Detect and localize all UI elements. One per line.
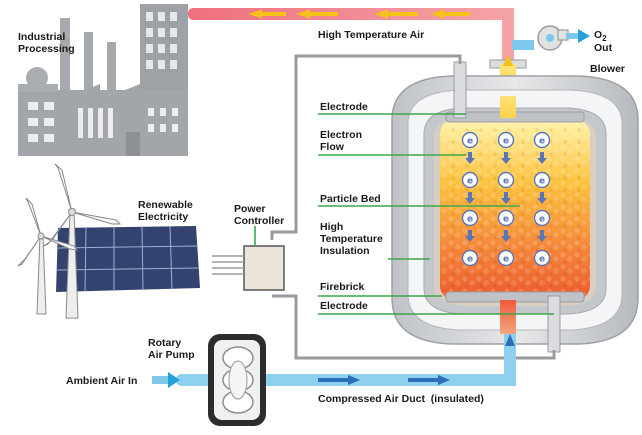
electron-flow-markers: e e e e e e e e <box>461 131 551 267</box>
svg-text:e: e <box>539 255 545 265</box>
svg-text:e: e <box>467 215 473 225</box>
electron-flow-arrows <box>465 152 547 242</box>
svg-text:e: e <box>503 255 509 265</box>
blower-label: Blower <box>590 63 625 75</box>
industrial-processing-label: Industrial <box>18 31 65 43</box>
electron-marker: e <box>533 209 551 227</box>
rotary-pump-icon <box>208 334 266 426</box>
electron-marker: e <box>461 171 479 189</box>
high-temperature-air-label: High Temperature Air <box>318 29 424 41</box>
electron-marker: e <box>533 249 551 267</box>
power-wires <box>270 54 556 360</box>
electrode-top-label: Electrode <box>320 101 368 113</box>
power-controller-label-2: Controller <box>234 215 284 227</box>
insulation-label-3: Insulation <box>320 245 370 257</box>
insulation-label: High <box>320 221 343 233</box>
ambient-air-in-label: Ambient Air In <box>66 375 137 387</box>
svg-text:e: e <box>539 177 545 187</box>
svg-text:e: e <box>467 177 473 187</box>
wind-turbine-icon <box>17 197 79 315</box>
rotary-air-pump-label: Rotary <box>148 337 181 349</box>
svg-text:e: e <box>539 215 545 225</box>
electron-marker: e <box>461 249 479 267</box>
electron-marker: e <box>497 249 515 267</box>
svg-text:e: e <box>539 137 545 147</box>
labels: Industrial Processing High Temperature A… <box>18 29 625 405</box>
electron-marker: e <box>533 171 551 189</box>
storage-vessel <box>391 61 639 353</box>
power-controller-icon <box>212 245 285 291</box>
factory-icon <box>18 4 188 156</box>
compressed-air-flow-arrows <box>318 334 515 385</box>
svg-text:e: e <box>467 255 473 265</box>
electron-marker: e <box>497 171 515 189</box>
svg-text:e: e <box>467 137 473 147</box>
insulation-label-2: Temperature <box>320 233 383 245</box>
power-controller-label: Power <box>234 203 266 215</box>
compressed-air-duct-label: Compressed Air Duct (insulated) <box>318 393 484 405</box>
electron-marker: e <box>497 209 515 227</box>
particle-bed-label: Particle Bed <box>320 193 381 205</box>
o2-label: O2 <box>594 29 607 43</box>
electron-marker: e <box>461 131 479 149</box>
svg-text:e: e <box>503 177 509 187</box>
hot-air-flow-arrows <box>248 9 513 66</box>
renewable-electricity-label: Renewable <box>138 199 193 211</box>
electron-flow-label-2: Flow <box>320 141 345 153</box>
renewable-electricity-label-2: Electricity <box>138 211 188 223</box>
industrial-processing-label-2: Processing <box>18 43 75 55</box>
wind-turbine-icon <box>43 163 122 319</box>
solar-panel-icon <box>56 225 200 292</box>
leader-lines <box>254 113 554 315</box>
electrode-bottom-label: Electrode <box>320 300 368 312</box>
out-label: Out <box>594 42 613 54</box>
electron-marker: e <box>461 209 479 227</box>
electron-flow-label: Electron <box>320 129 362 141</box>
svg-text:e: e <box>503 137 509 147</box>
electron-marker: e <box>497 131 515 149</box>
ambient-air-inlet-arrow <box>152 372 180 388</box>
svg-text:e: e <box>503 215 509 225</box>
firebrick-label: Firebrick <box>320 281 365 293</box>
electron-marker: e <box>533 131 551 149</box>
rotary-air-pump-label-2: Air Pump <box>148 349 195 361</box>
blower-icon <box>537 25 590 51</box>
